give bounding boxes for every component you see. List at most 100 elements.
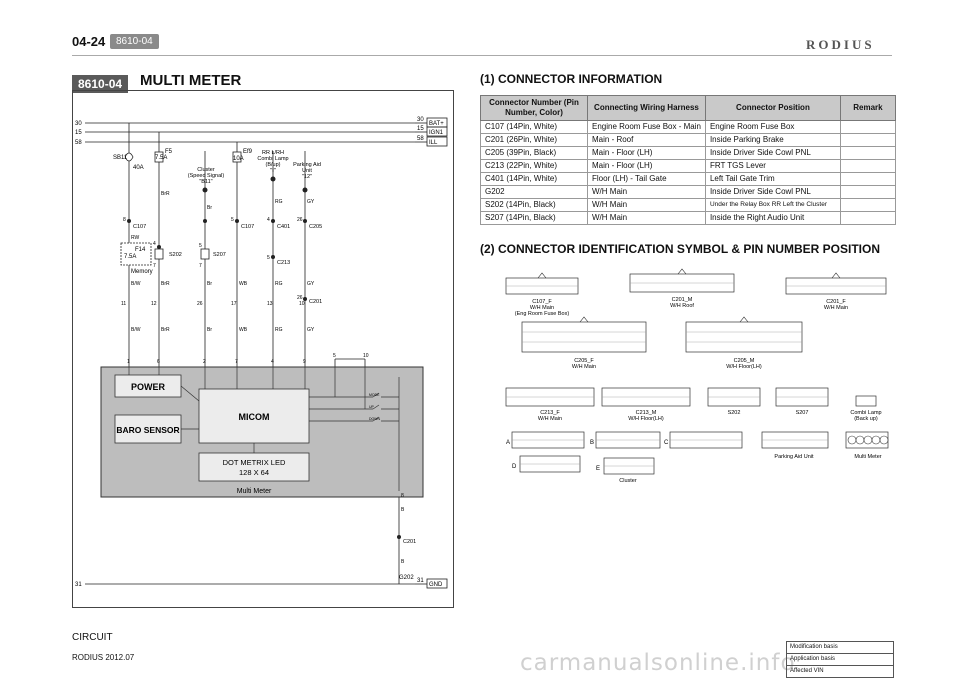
multi-meter-label: Multi Meter [237,488,272,495]
header-divider [72,55,892,56]
signal-label: "I" [270,168,275,174]
wire-color: GY [307,327,315,333]
wire-color: RW [131,235,140,241]
cell [839,159,896,173]
connector-combi-lamp [855,395,877,407]
connector-c205f [521,321,647,353]
pin-number: 5 [199,243,202,249]
cell [839,120,896,134]
col-header: Connecting Wiring Harness [587,95,706,121]
section-code: 8610-04 [72,75,129,93]
wire-color: RG [275,327,283,333]
rail-label: 30 [417,117,424,123]
pin-number: 5 [267,255,270,261]
connector-label: W/H Floor(LH) [726,364,762,370]
switch-label: DOWN [369,417,381,421]
table-row: C401 (14Pin, White)Floor (LH) - Tail Gat… [480,172,896,186]
switch-label: UP [369,405,375,409]
ground-tag: GND [429,582,443,588]
wire-color: B/W [131,327,141,333]
fuse-label: F5 [165,149,173,155]
pin-number: 8 [123,217,126,223]
cell: S202 (14Pin, Black) [480,198,588,212]
fuse-label: SB11 [113,155,128,161]
meter-pin: 1 [127,359,130,365]
col-header: Connector Position [704,95,841,121]
wire-color: B [401,507,405,513]
memory-fuse-label: F14 [135,247,146,253]
wire-color: BrR [161,281,170,287]
connector-label: C107_F [532,299,552,305]
meter-pin: 8 [401,493,404,499]
connector-info-title: (1) CONNECTOR INFORMATION [480,72,663,86]
cell: W/H Main [587,198,706,212]
cell: Engine Room Fuse Box - Main [587,120,706,134]
pin-number: 13 [267,301,273,307]
rail-label: 58 [417,136,424,142]
col-header: Connector Number (Pin Number, Color) [480,95,588,121]
cell: C107 (14Pin, White) [480,120,588,134]
connector-label: (Eng Room Fuse Box) [515,311,570,317]
wire-color: WB [239,281,248,287]
connector-label: C213_M [636,410,657,416]
cell: S207 (14Pin, Black) [480,211,588,225]
connector-label: C205_F [574,358,594,364]
wire-color: RG [275,199,283,205]
lock-tab-icon [579,316,589,323]
power-label: POWER [131,382,166,392]
page-number: 04-24 [72,34,106,49]
rail-tag-ill: ILL [429,140,438,146]
cluster-letter: C [664,440,669,446]
connector-label: S207 [213,252,226,258]
header-section-tag: 8610-04 [110,34,159,49]
wire-color: RG [275,281,283,287]
pin-number: 7 [153,263,156,269]
wire-color: BrR [161,327,170,333]
circuit-diagram: 30 15 58 30 15 58 BAT+ IGN1 ILL 31 31 GN… [72,90,454,608]
cluster-letter: D [512,464,517,470]
watermark: carmanualsonline.info [520,650,796,676]
pin-number: 26 [297,217,303,223]
cell: G202 [480,185,588,199]
pin-number: 26 [197,301,203,307]
cell [839,133,896,147]
memory-fuse-rating: 7.5A [124,254,136,260]
pin-number: 11 [121,301,126,307]
pin-number: 4 [153,241,156,247]
pin-number: 10 [299,301,305,307]
cell: Inside Parking Brake [704,133,841,147]
rail-label: 30 [75,121,82,127]
fuse-sb11-icon [124,152,134,162]
wire-color: GY [307,281,315,287]
cell: Main - Floor (LH) [587,146,706,160]
cell: FRT TGS Lever [704,159,841,173]
connector-label: S202 [728,410,741,416]
baro-sensor-block [114,414,182,444]
connector-info-table: Connector Number (Pin Number, Color) Con… [480,95,896,225]
signal-label: (Speed Signal) [188,173,225,179]
connector-label: (Back up) [854,416,878,422]
fuse-rating: 7.5A [155,155,167,161]
pin-number: 4 [267,217,270,223]
connector-info-table-wrap: Connector Number (Pin Number, Color) Con… [480,95,896,225]
connector-label: C401 [277,224,290,230]
section-title: MULTI METER [140,72,242,89]
cell: Left Tail Gate Trim [704,172,841,186]
cluster-letter: E [596,466,600,472]
meter-pin: 4 [271,359,274,365]
pin-number: 17 [231,301,237,307]
signal-label: "12" [302,174,312,180]
ground-label: 31 [75,582,82,588]
led-display-block [198,452,310,482]
fuse-ef9-icon [232,151,242,163]
connector-label: W/H Main [824,305,848,311]
fuse-rating: 10A [233,156,244,162]
pin-number: 12 [151,301,157,307]
connector-label: C107 [133,224,146,230]
footer-model: RODIUS 2012.07 [72,653,135,662]
wire-color: B/W [131,281,141,287]
connector-diagrams: C107_F W/H Main (Eng Room Fuse Box) C201… [480,258,890,498]
switch-label: MODE [369,393,380,397]
